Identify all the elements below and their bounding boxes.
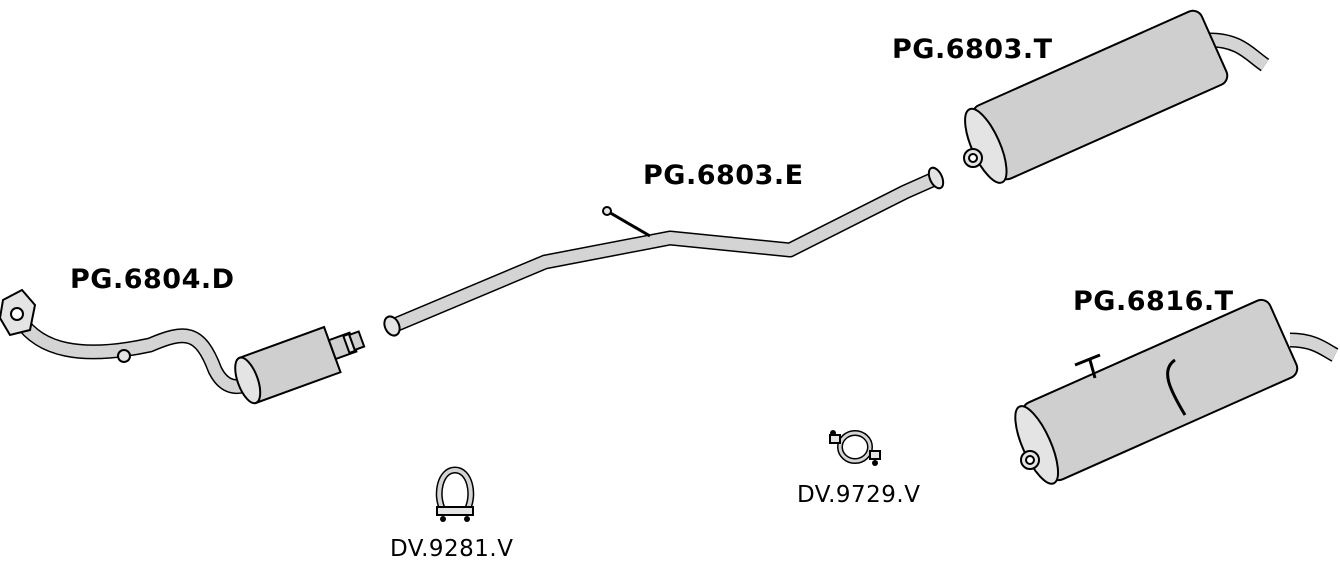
clamp-dv9281v[interactable] bbox=[435, 466, 475, 522]
middle-pipe[interactable] bbox=[381, 165, 946, 338]
rear-silencer-alt[interactable] bbox=[1007, 297, 1339, 489]
part-label-pg6803e: PG.6803.E bbox=[643, 160, 804, 191]
part-label-pg6803t: PG.6803.T bbox=[892, 34, 1053, 65]
front-pipe-catalyst[interactable] bbox=[0, 288, 370, 406]
part-label-pg6816t: PG.6816.T bbox=[1073, 286, 1234, 317]
clamp-dv9729v[interactable] bbox=[829, 430, 881, 466]
rear-silencer-top[interactable] bbox=[957, 8, 1270, 188]
part-label-pg6804d: PG.6804.D bbox=[70, 264, 235, 295]
part-label-dv9281v: DV.9281.V bbox=[390, 536, 514, 562]
part-label-dv9729v: DV.9729.V bbox=[797, 482, 921, 508]
